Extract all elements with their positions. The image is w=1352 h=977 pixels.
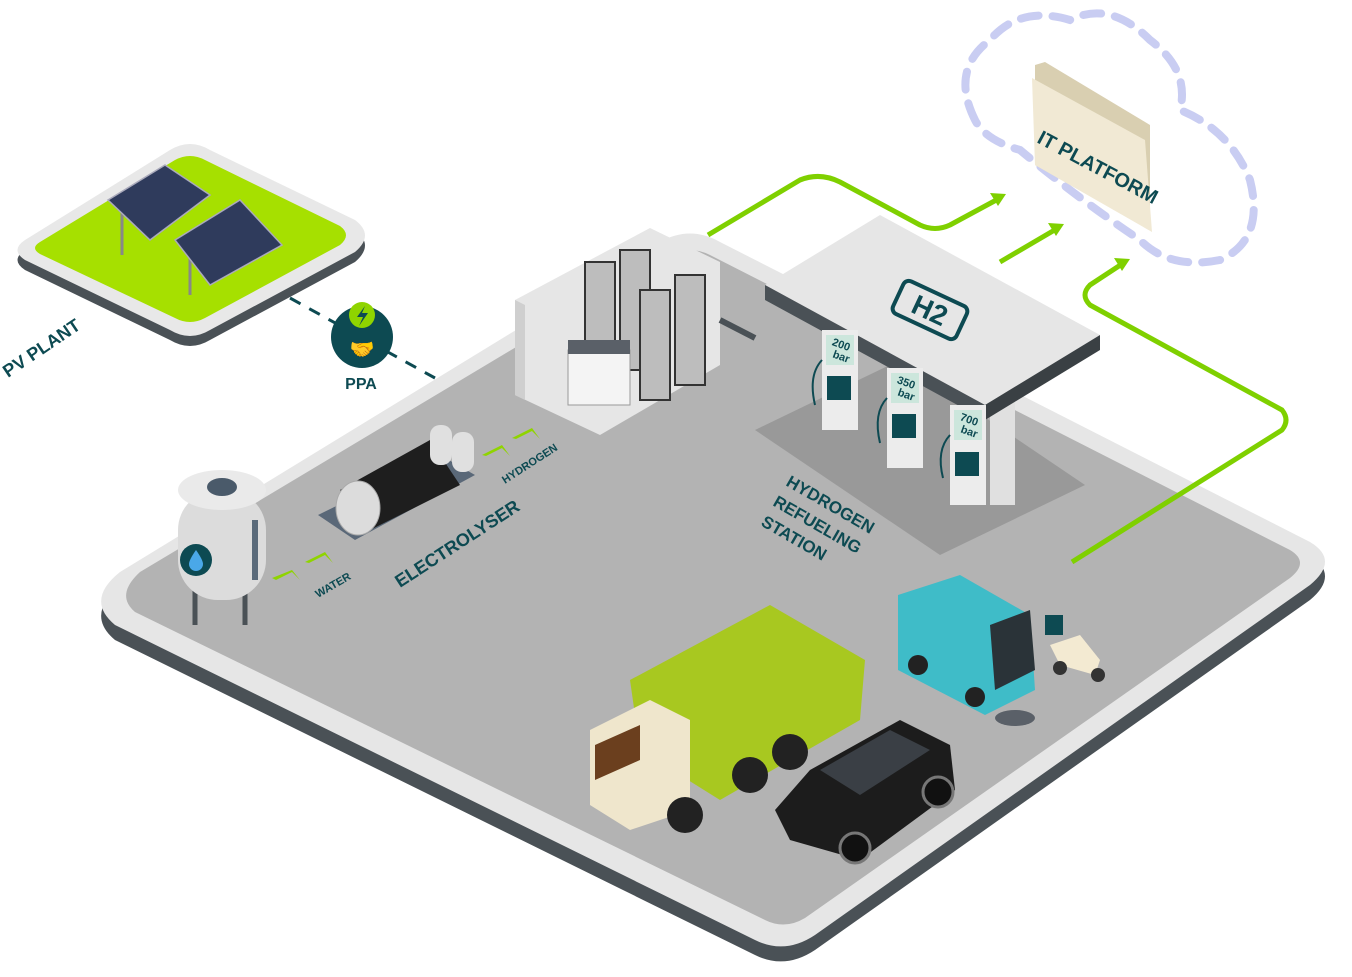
data-link-arrows xyxy=(706,174,1289,565)
svg-text:350: 350 xyxy=(895,374,916,392)
h2-icon xyxy=(955,452,979,476)
scooter xyxy=(1045,615,1105,682)
arrowheads xyxy=(990,193,1130,271)
svg-text:bar: bar xyxy=(831,349,852,366)
pv-plant-label: PV PLANT xyxy=(0,315,84,381)
svg-text:700: 700 xyxy=(958,411,979,429)
handshake-icon: 🤝 xyxy=(350,339,375,361)
ppa-label: PPA xyxy=(345,376,377,393)
ppa-dashed-line xyxy=(289,296,436,380)
cloud-outline xyxy=(961,9,1258,267)
lightning-icon xyxy=(357,306,368,326)
h2-icon xyxy=(827,376,851,400)
water-flow-arrows xyxy=(272,552,333,580)
nozzle-icon xyxy=(939,434,951,479)
street-sweeper xyxy=(898,575,1035,726)
hydrogen-flow-arrows xyxy=(482,428,540,456)
ppa-badge: 🤝 xyxy=(331,302,393,368)
nozzle-icon xyxy=(876,397,888,444)
solar-panel xyxy=(173,199,284,295)
svg-text:bar: bar xyxy=(896,387,917,404)
svg-text:200: 200 xyxy=(830,336,851,354)
garbage-truck xyxy=(590,605,865,833)
dispenser-700: 700 bar xyxy=(939,405,986,505)
nozzle-icon xyxy=(811,359,823,406)
h2-icon xyxy=(892,414,916,438)
it-platform-folder: IT PLATFORM xyxy=(1032,62,1161,232)
svg-text:bar: bar xyxy=(959,424,980,441)
electrolyser xyxy=(318,425,475,540)
dispenser-200: 200 bar xyxy=(811,330,858,430)
hydrogen-storage-building xyxy=(515,228,757,435)
black-suv xyxy=(775,720,955,865)
water-tank xyxy=(178,470,266,625)
solar-panel xyxy=(106,164,212,255)
pv-plant xyxy=(17,144,365,346)
canopy xyxy=(765,215,1100,405)
dispenser-350: 350 bar xyxy=(876,368,923,468)
